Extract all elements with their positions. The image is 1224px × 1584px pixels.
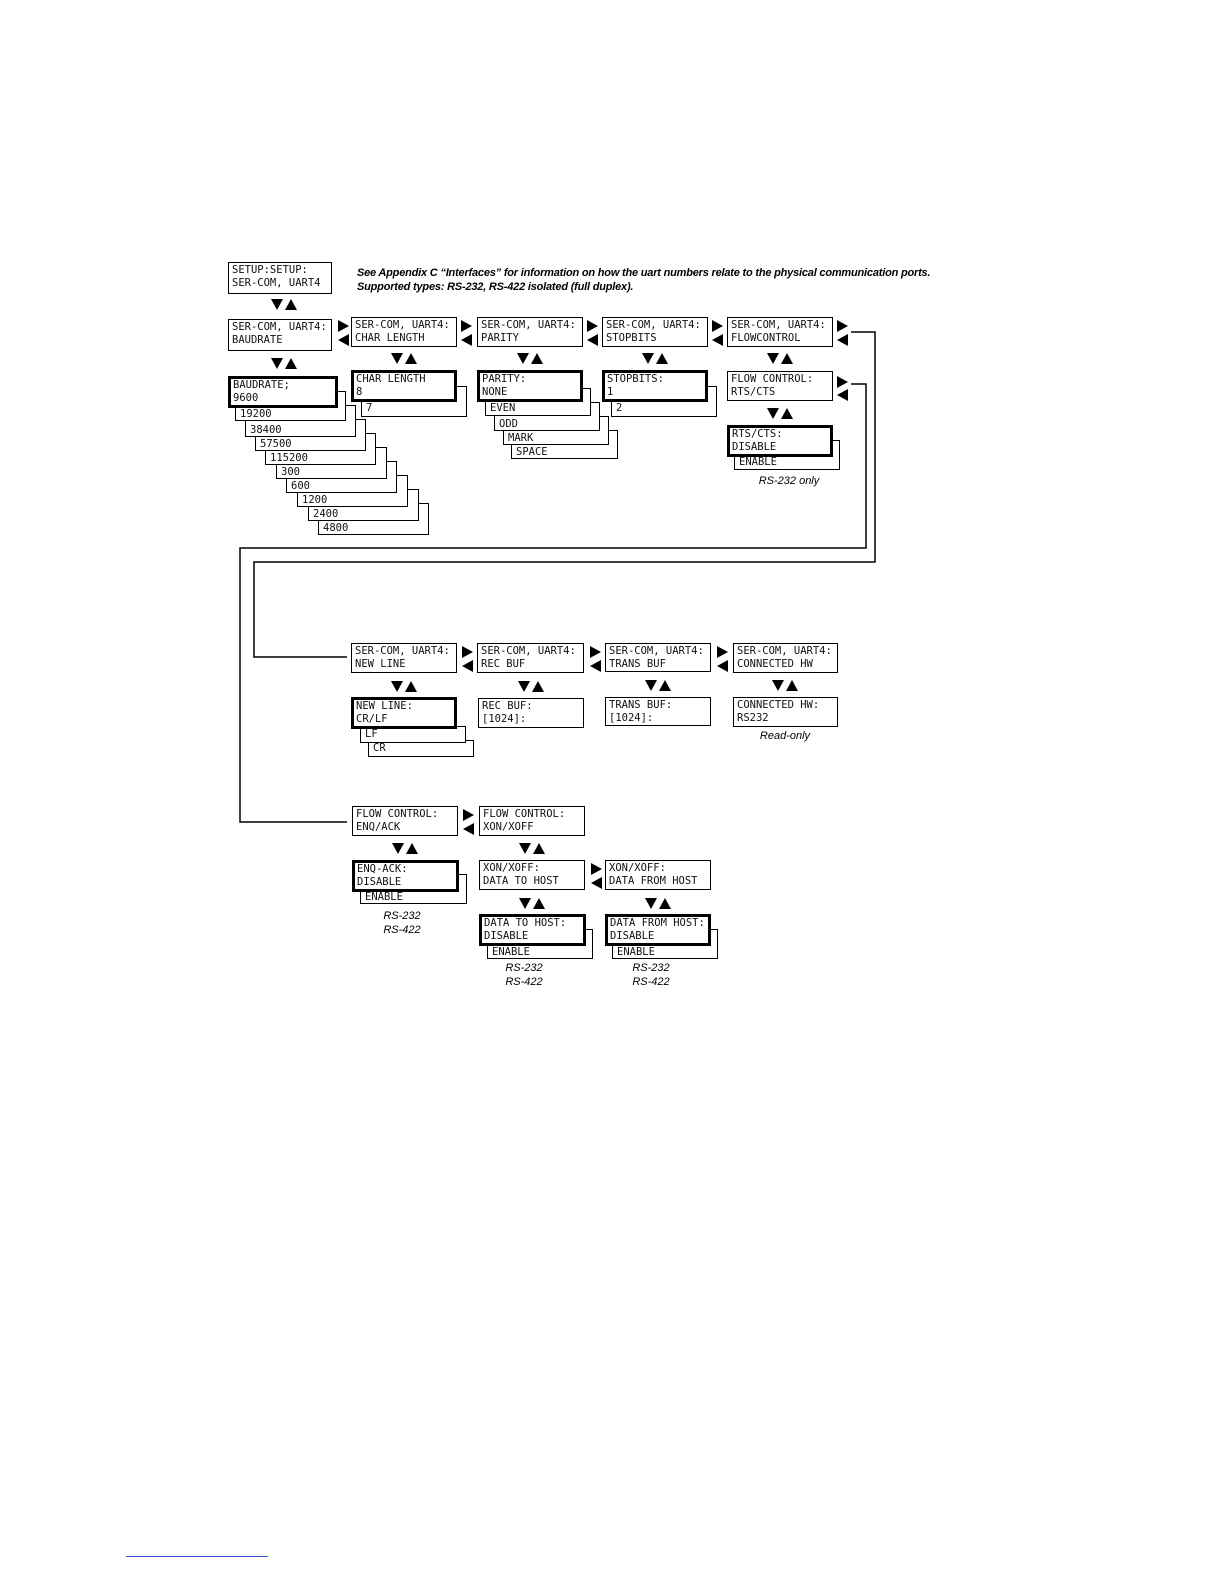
rec-buf-menu[interactable]: SER-COM, UART4: REC BUF xyxy=(477,643,584,673)
char-length-value[interactable]: CHAR LENGTH 8 xyxy=(351,370,457,402)
new-line-value[interactable]: NEW LINE: CR/LF xyxy=(351,697,457,729)
data-to-host-menu[interactable]: XON/XOFF: DATA TO HOST xyxy=(479,860,585,890)
down-up-arrow-icon[interactable] xyxy=(271,299,297,310)
left-arrow-icon[interactable] xyxy=(587,334,598,346)
stopbits-value[interactable]: STOPBITS: 1 xyxy=(602,370,708,402)
enq-ack-caption-1: RS-232 xyxy=(383,910,421,922)
data-from-host-caption-2: RS-422 xyxy=(632,976,670,988)
down-up-arrow-icon[interactable] xyxy=(517,353,543,364)
baudrate-menu[interactable]: SER-COM, UART4: BAUDRATE xyxy=(228,319,332,351)
flow-control-value[interactable]: FLOW CONTROL: RTS/CTS xyxy=(727,371,833,401)
connected-hw-value: CONNECTED HW: RS232 xyxy=(733,697,838,727)
data-from-host-menu[interactable]: XON/XOFF: DATA FROM HOST xyxy=(605,860,711,890)
enq-ack-menu[interactable]: FLOW CONTROL: ENQ/ACK xyxy=(352,806,458,836)
parity-menu[interactable]: SER-COM, UART4: PARITY xyxy=(477,317,583,347)
down-up-arrow-icon[interactable] xyxy=(642,353,668,364)
baudrate-value[interactable]: BAUDRATE; 9600 xyxy=(228,376,338,408)
left-arrow-icon[interactable] xyxy=(837,334,848,346)
data-from-host-value[interactable]: DATA FROM HOST: DISABLE xyxy=(605,914,711,946)
down-up-arrow-icon[interactable] xyxy=(392,843,418,854)
enq-ack-value[interactable]: ENQ-ACK: DISABLE xyxy=(352,860,459,892)
down-up-arrow-icon[interactable] xyxy=(767,408,793,419)
down-up-arrow-icon[interactable] xyxy=(391,353,417,364)
parity-value[interactable]: PARITY: NONE xyxy=(477,370,583,402)
left-arrow-icon[interactable] xyxy=(338,334,349,346)
left-arrow-icon[interactable] xyxy=(461,334,472,346)
new-line-menu[interactable]: SER-COM, UART4: NEW LINE xyxy=(351,643,457,673)
flowcontrol-menu[interactable]: SER-COM, UART4: FLOWCONTROL xyxy=(727,317,833,347)
down-up-arrow-icon[interactable] xyxy=(767,353,793,364)
down-up-arrow-icon[interactable] xyxy=(772,680,798,691)
right-arrow-icon[interactable] xyxy=(461,320,472,332)
left-arrow-icon[interactable] xyxy=(717,660,728,672)
right-arrow-icon[interactable] xyxy=(837,320,848,332)
trans-buf-value[interactable]: TRANS BUF: [1024]: xyxy=(605,697,711,726)
right-arrow-icon[interactable] xyxy=(712,320,723,332)
rts-cts-value[interactable]: RTS/CTS: DISABLE xyxy=(727,425,833,457)
right-arrow-icon[interactable] xyxy=(590,646,601,658)
down-up-arrow-icon[interactable] xyxy=(271,358,297,369)
right-arrow-icon[interactable] xyxy=(338,320,349,332)
right-arrow-icon[interactable] xyxy=(717,646,728,658)
connected-hw-menu[interactable]: SER-COM, UART4: CONNECTED HW xyxy=(733,643,838,673)
left-arrow-icon[interactable] xyxy=(837,389,848,401)
data-to-host-caption-2: RS-422 xyxy=(505,976,543,988)
right-arrow-icon[interactable] xyxy=(462,646,473,658)
down-up-arrow-icon[interactable] xyxy=(519,898,545,909)
right-arrow-icon[interactable] xyxy=(591,863,602,875)
appendix-note: See Appendix C “Interfaces” for informat… xyxy=(357,267,931,279)
rec-buf-value[interactable]: REC BUF: [1024]: xyxy=(478,698,584,728)
right-arrow-icon[interactable] xyxy=(463,809,474,821)
supported-types-note: Supported types: RS-232, RS-422 isolated… xyxy=(357,281,634,293)
loop-line-outer xyxy=(253,331,876,658)
trans-buf-menu[interactable]: SER-COM, UART4: TRANS BUF xyxy=(605,643,711,672)
down-up-arrow-icon[interactable] xyxy=(645,898,671,909)
xon-xoff-menu[interactable]: FLOW CONTROL: XON/XOFF xyxy=(479,806,585,836)
left-arrow-icon[interactable] xyxy=(591,877,602,889)
left-arrow-icon[interactable] xyxy=(463,823,474,835)
down-up-arrow-icon[interactable] xyxy=(645,680,671,691)
char-length-menu[interactable]: SER-COM, UART4: CHAR LENGTH xyxy=(351,317,457,347)
down-up-arrow-icon[interactable] xyxy=(518,681,544,692)
enq-ack-caption-2: RS-422 xyxy=(383,924,421,936)
down-up-arrow-icon[interactable] xyxy=(391,681,417,692)
left-arrow-icon[interactable] xyxy=(462,660,473,672)
data-from-host-caption-1: RS-232 xyxy=(632,962,670,974)
left-arrow-icon[interactable] xyxy=(590,660,601,672)
left-arrow-icon[interactable] xyxy=(712,334,723,346)
down-up-arrow-icon[interactable] xyxy=(519,843,545,854)
footer-rule xyxy=(126,1556,268,1557)
setup-box[interactable]: SETUP:SETUP: SER-COM, UART4 xyxy=(228,262,332,294)
loop-line-inner xyxy=(239,383,867,823)
stopbits-menu[interactable]: SER-COM, UART4: STOPBITS xyxy=(602,317,708,347)
right-arrow-icon[interactable] xyxy=(587,320,598,332)
data-to-host-caption-1: RS-232 xyxy=(505,962,543,974)
data-to-host-value[interactable]: DATA TO HOST: DISABLE xyxy=(479,914,586,946)
right-arrow-icon[interactable] xyxy=(837,376,848,388)
rts-cts-caption: RS-232 only xyxy=(758,475,820,487)
connected-hw-caption: Read-only xyxy=(759,730,811,742)
